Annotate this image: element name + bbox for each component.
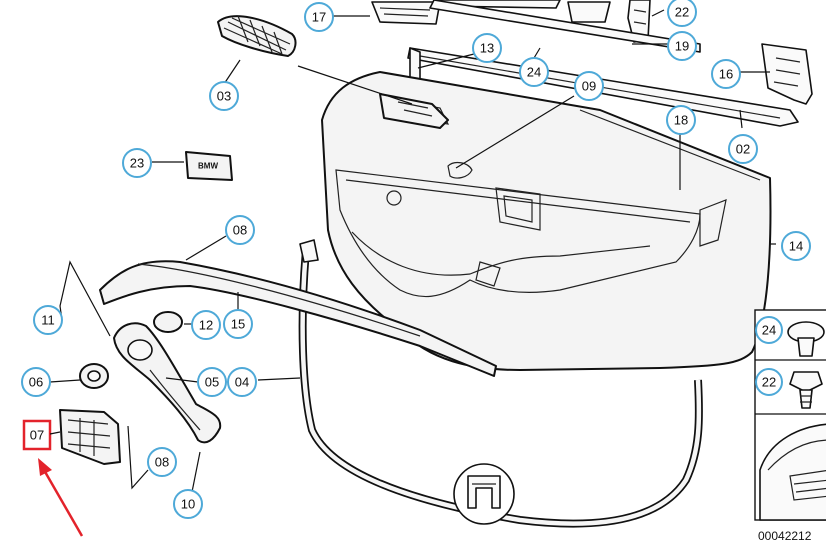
armrest-strip-08: [99, 260, 497, 377]
seal-profile-detail: [453, 463, 515, 525]
callout-12: 12: [191, 310, 221, 340]
svg-text:14: 14: [789, 239, 803, 254]
callout-17: 17: [304, 2, 334, 32]
callout-09: 09: [574, 71, 604, 101]
svg-text:05: 05: [205, 375, 219, 390]
document-number: 00042212: [758, 529, 812, 543]
callout-08-top: 08: [225, 215, 255, 245]
callout-10: 10: [173, 489, 203, 519]
callout-14: 14: [781, 231, 811, 261]
callout-24-top: 24: [519, 57, 549, 87]
callout-06: 06: [21, 367, 51, 397]
svg-text:07: 07: [30, 428, 44, 443]
svg-text:04: 04: [235, 375, 249, 390]
callout-03: 03: [209, 81, 239, 111]
svg-text:10: 10: [181, 497, 195, 512]
inset-callout-24: 24: [755, 316, 783, 344]
top-trim-strips: [371, 0, 701, 53]
bracket-07: [59, 409, 121, 465]
leader-lines: [49, 9, 776, 493]
svg-text:24: 24: [762, 323, 776, 338]
svg-text:15: 15: [231, 317, 245, 332]
svg-text:24: 24: [527, 65, 541, 80]
svg-text:03: 03: [217, 89, 231, 104]
callout-04: 04: [227, 367, 257, 397]
washer-06: [79, 363, 109, 389]
callout-08-bottom: 08: [147, 447, 177, 477]
svg-text:23: 23: [130, 156, 144, 171]
inset-callout-22: 22: [755, 368, 783, 396]
highlighted-label-07: 07: [22, 419, 52, 451]
push-rivet-24: [787, 321, 825, 357]
plug-12: [153, 311, 183, 333]
callout-13: 13: [472, 33, 502, 63]
svg-text:08: 08: [233, 223, 247, 238]
screw-22: [789, 371, 823, 409]
callout-23: 23: [122, 148, 152, 178]
emblem-lettering: BMW: [198, 162, 218, 171]
svg-text:11: 11: [41, 313, 55, 328]
speaker-grille-03: [217, 15, 297, 57]
svg-text:08: 08: [155, 455, 169, 470]
svg-text:22: 22: [762, 375, 776, 390]
callout-11: 11: [33, 305, 63, 335]
svg-text:19: 19: [675, 39, 689, 54]
svg-text:13: 13: [480, 41, 494, 56]
door-panel-14: [321, 71, 772, 371]
callout-16: 16: [711, 59, 741, 89]
callout-02: 02: [728, 134, 758, 164]
svg-text:17: 17: [312, 10, 326, 25]
svg-text:12: 12: [199, 318, 213, 333]
callout-15: 15: [223, 309, 253, 339]
callout-18: 18: [666, 105, 696, 135]
callout-05: 05: [197, 367, 227, 397]
clip-16: [761, 43, 813, 105]
fastener-inset-panel: 24 22: [754, 309, 826, 521]
callout-19: 19: [667, 31, 697, 61]
car-door-view: [759, 423, 826, 521]
svg-text:06: 06: [29, 375, 43, 390]
svg-text:02: 02: [736, 142, 750, 157]
svg-text:16: 16: [719, 67, 733, 82]
svg-text:18: 18: [674, 113, 688, 128]
door-handle-05: [113, 322, 222, 444]
bmw-emblem-23: BMW: [185, 151, 233, 181]
svg-text:22: 22: [675, 5, 689, 20]
red-arrow-pointer: [38, 458, 84, 537]
svg-text:09: 09: [582, 79, 596, 94]
callout-22-top: 22: [667, 0, 697, 27]
